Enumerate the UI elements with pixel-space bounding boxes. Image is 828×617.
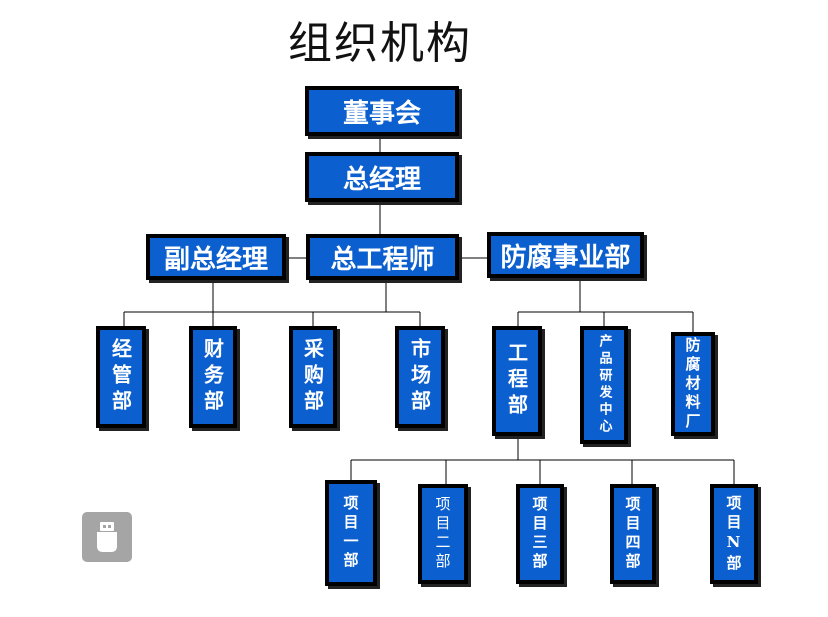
node-marketing-dept: 市场部 [395, 326, 445, 428]
node-procurement-dept: 采购部 [289, 326, 337, 428]
usb-drive-glyph [97, 522, 117, 552]
node-anticorrosion-division: 防腐事业部 [487, 232, 644, 278]
node-board: 董事会 [305, 86, 459, 136]
node-rnd-center: 产品研发中心 [580, 326, 628, 444]
node-project-3: 项目三部 [516, 484, 564, 584]
usb-drive-icon[interactable] [82, 512, 132, 562]
node-chief-engineer: 总工程师 [306, 234, 459, 280]
node-project-n: 项目N部 [710, 484, 758, 584]
node-project-2: 项目二部 [418, 484, 468, 584]
node-project-4: 项目四部 [610, 484, 656, 584]
page-title: 组织机构 [288, 18, 472, 69]
node-general-manager: 总经理 [305, 152, 459, 202]
node-engineering-dept: 工程部 [492, 326, 542, 436]
node-project-1: 项目一部 [325, 480, 377, 586]
node-operations-dept: 经管部 [96, 326, 146, 428]
node-anticorrosion-materials-factory: 防腐材料厂 [671, 332, 715, 436]
node-deputy-general-manager: 副总经理 [146, 234, 286, 280]
node-finance-dept: 财务部 [189, 326, 237, 428]
